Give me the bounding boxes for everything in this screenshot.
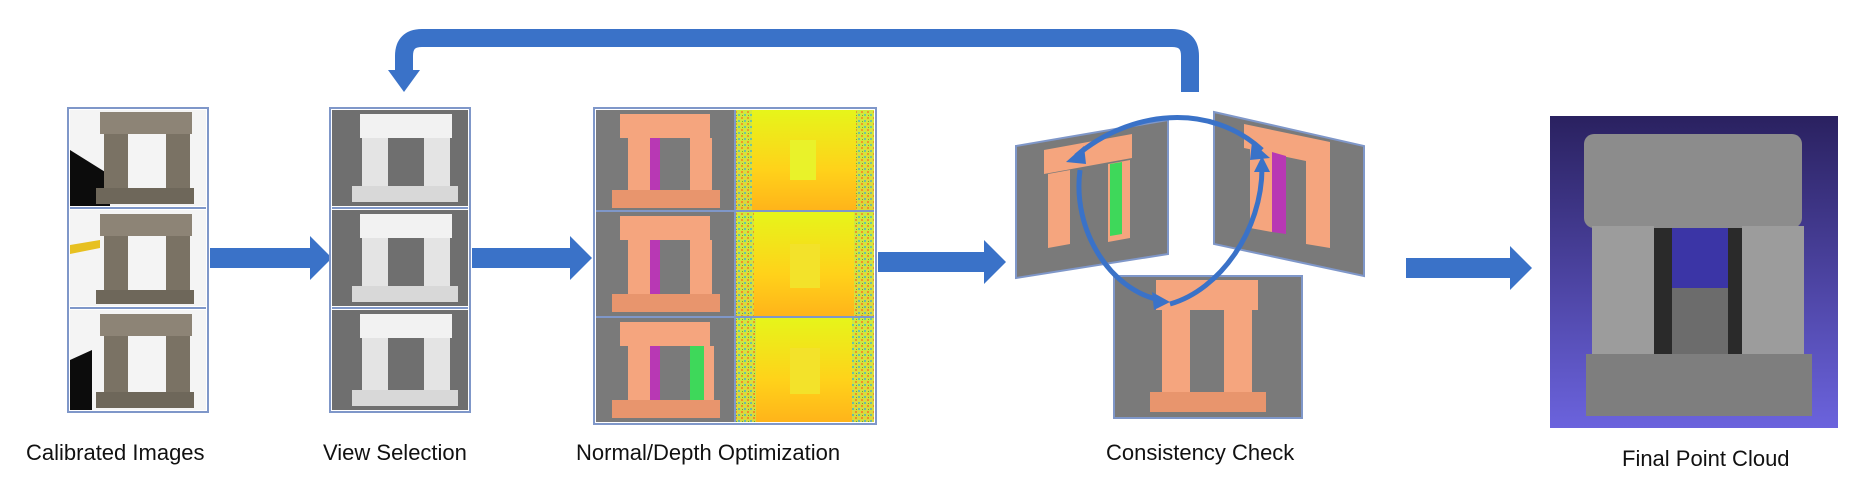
- feedback-loop-arrow: [395, 29, 1199, 92]
- cycle-arrow-left: [1076, 169, 1161, 303]
- selected-view-1: [332, 110, 468, 206]
- flow-arrow-1: [210, 236, 332, 280]
- cycle-arrowhead-top-right: [1254, 156, 1270, 172]
- consistency-check-views: [1015, 110, 1365, 419]
- cycle-arrow-right: [1169, 167, 1265, 307]
- depth-map-1: [736, 110, 874, 210]
- depth-map-3: [736, 318, 874, 422]
- depth-map-2: [736, 212, 874, 316]
- final-point-cloud-image: [1550, 116, 1838, 428]
- selected-view-2: [332, 210, 468, 306]
- normal-depth-grid: [593, 107, 877, 425]
- label-final-point-cloud: Final Point Cloud: [1622, 446, 1790, 471]
- calibrated-images-column: [67, 107, 209, 413]
- flow-arrow-4: [1406, 246, 1532, 290]
- label-normal-depth-optimization: Normal/Depth Optimization: [576, 440, 841, 465]
- consistency-view-bottom: [1113, 275, 1303, 419]
- view-selection-column: [329, 107, 471, 413]
- calibrated-image-2: [70, 210, 206, 306]
- feedback-loop-arrowhead: [388, 70, 420, 92]
- label-calibrated-images: Calibrated Images: [26, 440, 205, 465]
- cycle-arrowhead-right: [1250, 142, 1270, 160]
- label-view-selection: View Selection: [323, 440, 467, 465]
- normal-map-1: [596, 110, 734, 210]
- calibrated-image-3: [70, 310, 206, 410]
- flow-arrow-2: [472, 236, 592, 280]
- flow-arrow-3: [878, 240, 1006, 284]
- calibrated-image-1: [70, 110, 206, 206]
- cycle-arrowhead-bottom-left: [1152, 292, 1170, 310]
- selected-view-3: [332, 310, 468, 410]
- cycle-arrow-top: [1074, 115, 1264, 158]
- cycle-arrowhead-left: [1066, 146, 1086, 164]
- label-consistency-check: Consistency Check: [1106, 440, 1295, 465]
- normal-map-2: [596, 212, 734, 316]
- normal-map-3: [596, 318, 734, 422]
